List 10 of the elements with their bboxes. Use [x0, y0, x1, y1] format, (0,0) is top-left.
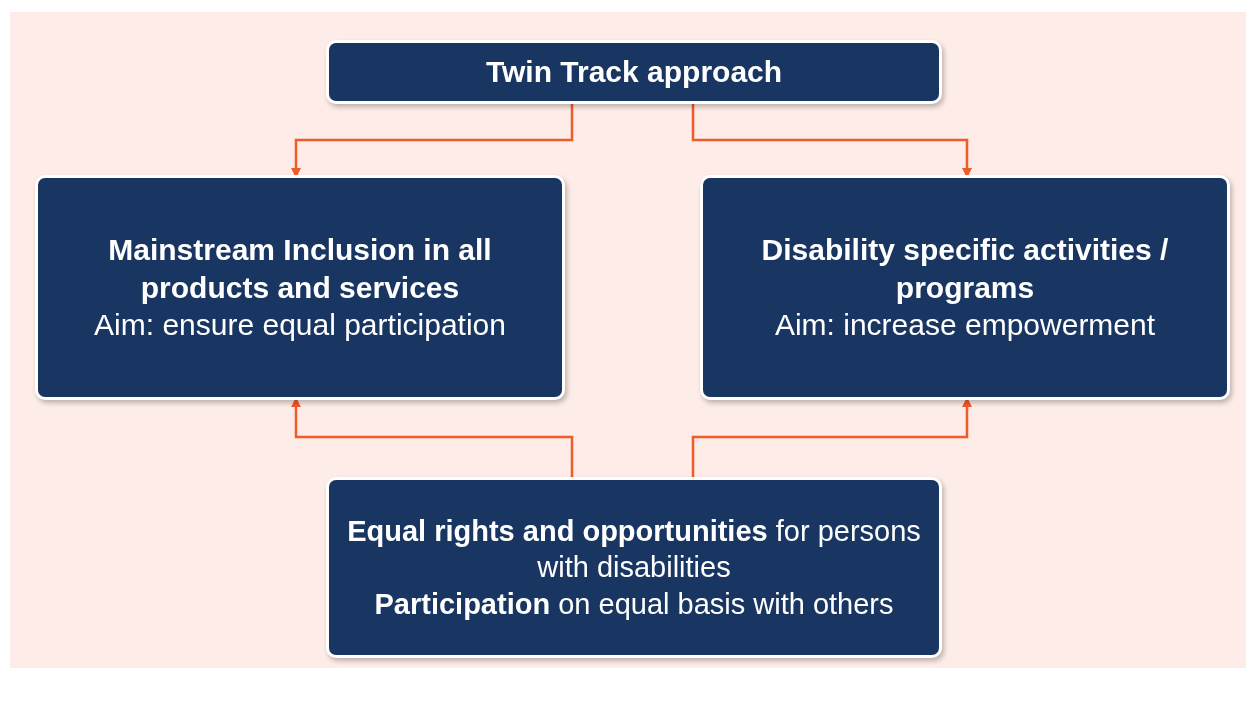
box-heading: Disability specific activities / programs — [760, 232, 1170, 306]
box-text: Aim: ensure equal participation — [94, 307, 506, 344]
box-text: Participation on equal basis with others — [374, 586, 894, 622]
process-box — [326, 477, 942, 658]
process-box — [35, 175, 565, 400]
box-heading: Mainstream Inclusion in all products and services — [107, 232, 493, 306]
title-box — [326, 40, 942, 104]
box-text: Aim: increase empowerment — [774, 307, 1156, 344]
process-box — [700, 175, 1230, 400]
box-heading: Twin Track approach — [485, 54, 783, 91]
